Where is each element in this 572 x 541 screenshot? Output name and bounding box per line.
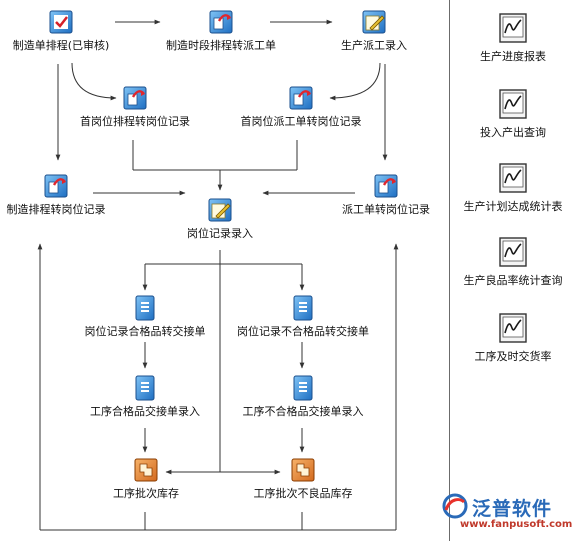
report-plan-achievement[interactable]: 生产计划达成统计表 [454,162,572,213]
transfer-icon [207,8,235,36]
record-unqualified-to-handover-node[interactable]: 岗位记录不合格品转交接单 [226,294,380,338]
node-label: 首岗位排程转岗位记录 [80,115,190,128]
edit-entry-icon [360,8,388,36]
report-label: 生产进度报表 [480,50,546,63]
node-label: 岗位记录录入 [187,227,253,240]
process-batch-stock-node[interactable]: 工序批次库存 [100,456,192,500]
document-icon [289,294,317,322]
production-dispatch-entry-node[interactable]: 生产派工录入 [326,8,422,52]
stock-icon [132,456,160,484]
node-label: 派工单转岗位记录 [342,203,430,216]
make-order-schedule-node[interactable]: 制造单排程(已审核) [2,8,120,52]
node-label: 工序批次不良品库存 [253,487,353,500]
first-post-schedule-to-record-node[interactable]: 首岗位排程转岗位记录 [65,84,205,128]
dispatch-to-record-node[interactable]: 派工单转岗位记录 [334,172,438,216]
document-icon [289,374,317,402]
report-label: 生产良品率统计查询 [463,274,563,287]
transfer-icon [372,172,400,200]
logo-url: www.fanpusoft.com [460,519,572,530]
report-label: 工序及时交货率 [474,350,552,363]
logo-name: 泛普软件 [472,498,553,520]
report-yield-rate[interactable]: 生产良品率统计查询 [454,236,572,287]
line-chart-icon [498,236,528,268]
post-record-entry-node[interactable]: 岗位记录录入 [176,196,264,240]
node-label: 生产派工录入 [341,39,407,52]
line-chart-icon [498,312,528,344]
node-label: 工序批次库存 [113,487,179,500]
report-input-output[interactable]: 投入产出查询 [460,88,566,139]
node-label: 制造排程转岗位记录 [6,203,106,216]
edit-entry-icon [206,196,234,224]
record-qualified-to-handover-node[interactable]: 岗位记录合格品转交接单 [72,294,218,338]
node-label: 工序不合格品交接单录入 [242,405,364,418]
line-chart-icon [498,162,528,194]
node-label: 制造单排程(已审核) [12,39,110,52]
process-unqualified-handover-entry-node[interactable]: 工序不合格品交接单录入 [230,374,376,418]
brand-logo: 泛普软件 www.fanpusoft.com [440,492,572,536]
make-schedule-to-record-node[interactable]: 制造排程转岗位记录 [0,172,112,216]
report-label: 投入产出查询 [480,126,546,139]
transfer-icon [121,84,149,112]
first-post-dispatch-to-record-node[interactable]: 首岗位派工单转岗位记录 [226,84,376,128]
period-schedule-to-dispatch-node[interactable]: 制造时段排程转派工单 [150,8,292,52]
report-progress[interactable]: 生产进度报表 [460,12,566,63]
node-label: 制造时段排程转派工单 [166,39,276,52]
process-batch-defect-stock-node[interactable]: 工序批次不良品库存 [242,456,364,500]
node-label: 岗位记录不合格品转交接单 [237,325,369,338]
document-icon [131,294,159,322]
node-label: 岗位记录合格品转交接单 [84,325,206,338]
report-on-time-delivery[interactable]: 工序及时交货率 [460,312,566,363]
node-label: 工序合格品交接单录入 [90,405,200,418]
stock-icon [289,456,317,484]
line-chart-icon [498,88,528,120]
panel-divider [449,0,450,541]
approved-document-icon [47,8,75,36]
node-label: 首岗位派工单转岗位记录 [240,115,362,128]
logo-mark-icon [442,493,468,519]
report-label: 生产计划达成统计表 [463,200,563,213]
process-qualified-handover-entry-node[interactable]: 工序合格品交接单录入 [78,374,212,418]
line-chart-icon [498,12,528,44]
document-icon [131,374,159,402]
transfer-icon [287,84,315,112]
transfer-icon [42,172,70,200]
